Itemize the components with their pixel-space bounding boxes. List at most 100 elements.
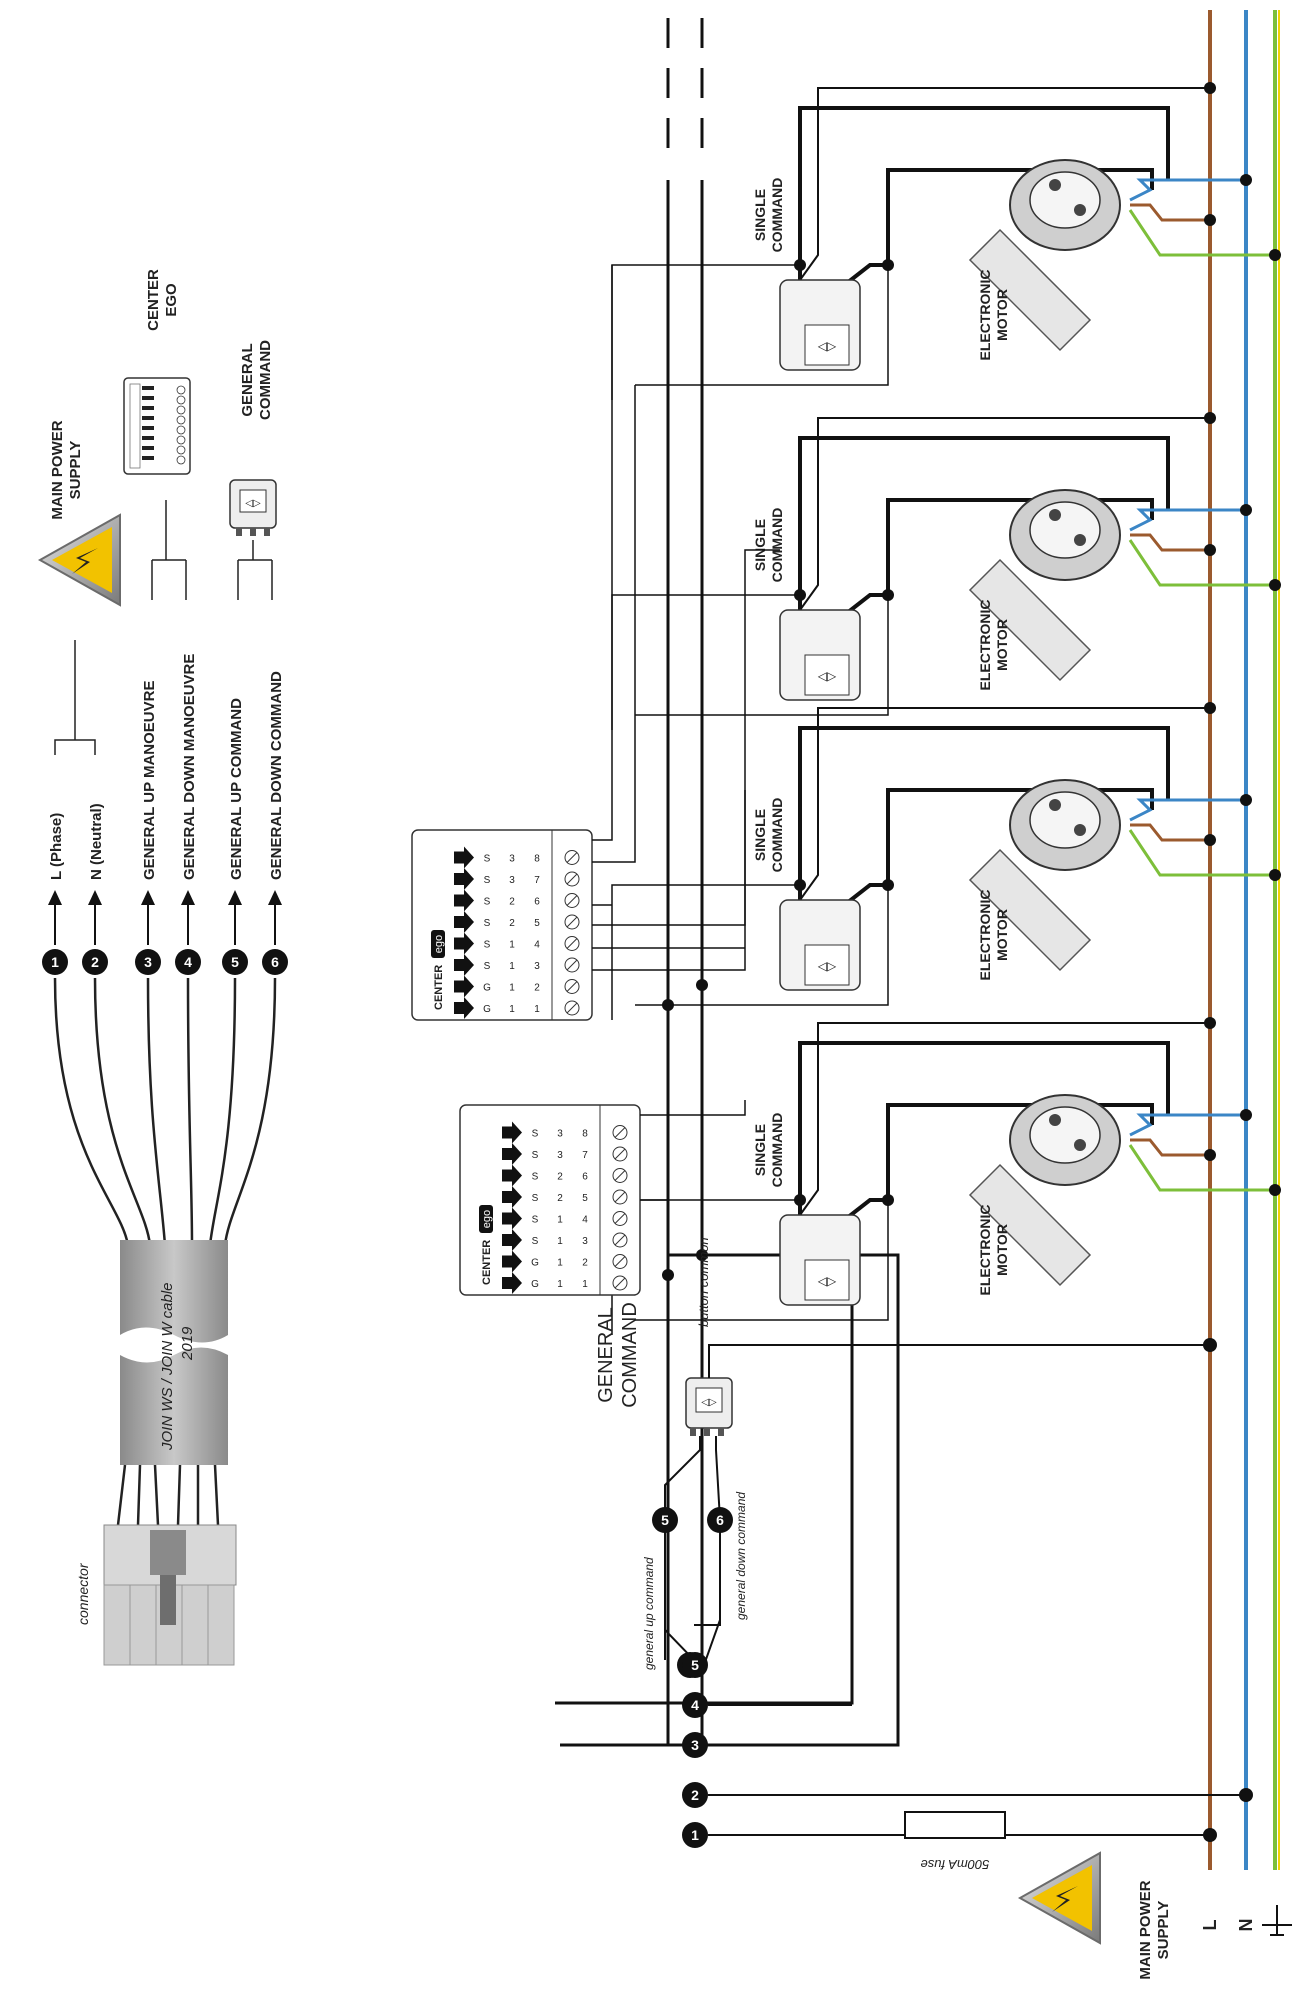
center-link-wire xyxy=(635,595,889,716)
single-command-line1: SINGLE xyxy=(752,189,768,241)
module-down-wire xyxy=(836,788,1154,912)
schematic-general-command: ◁▷ GENERAL COMMAND button common xyxy=(595,1237,1217,1665)
legend-brackets xyxy=(54,500,273,755)
junction-dot xyxy=(1204,544,1216,556)
electronic-motor-icon xyxy=(968,779,1121,972)
terminal-digit: 1 xyxy=(534,1004,540,1015)
arrow-icon xyxy=(454,997,474,1019)
terminal-index: 2 xyxy=(557,1193,563,1204)
electronic-motor-line2: MOTOR xyxy=(994,619,1010,671)
screw-slot xyxy=(566,959,578,971)
center-brand: CENTER ego xyxy=(431,930,445,1010)
arrow-icon xyxy=(502,1143,522,1165)
single-command-line1: SINGLE xyxy=(752,519,768,571)
connector-label: connector xyxy=(75,1562,91,1625)
terminal-letter: G xyxy=(531,1258,539,1269)
terminal-index: 1 xyxy=(557,1236,563,1247)
screw-slot xyxy=(566,938,578,949)
general-down-command-label: general down command xyxy=(734,1492,748,1620)
module-up-wire xyxy=(798,1041,1170,1215)
center-wire xyxy=(592,385,636,863)
motor-screw xyxy=(1049,179,1061,191)
junction-dot xyxy=(1240,1109,1252,1121)
junction-dot xyxy=(1204,82,1216,94)
main-power-supply-line2: SUPPLY xyxy=(67,441,84,500)
legend-label-2: N (Neutral) xyxy=(88,803,105,880)
arrow-icon xyxy=(454,868,474,890)
single-command-line1: SINGLE xyxy=(752,1124,768,1176)
screw-slot xyxy=(566,852,578,863)
arrow-icon xyxy=(502,1272,522,1294)
electronic-motor-icon xyxy=(968,159,1121,352)
motor-earth-lead xyxy=(1128,539,1275,587)
legend-label-3: GENERAL UP MANOEUVRE xyxy=(141,681,158,880)
svg-text:◁▷: ◁▷ xyxy=(245,498,261,509)
main-power-supply-label: MAIN POWER SUPPLY xyxy=(49,420,84,519)
arrow-icon xyxy=(454,846,474,869)
motor-screw xyxy=(1049,1114,1061,1126)
rail-label-n: N xyxy=(1236,1919,1256,1932)
module-common-wire xyxy=(799,707,1210,901)
legend-item-2: 2 N (Neutral) xyxy=(82,803,108,975)
single-command-line1: SINGLE xyxy=(752,809,768,861)
legend-num-1: 1 xyxy=(51,954,59,970)
schematic-general-command-line2: COMMAND xyxy=(619,1302,641,1408)
feed-terminal-num: 2 xyxy=(691,1787,699,1803)
schematic-general-command-line1: GENERAL xyxy=(595,1307,617,1403)
legend-item-5: 5 GENERAL UP COMMAND xyxy=(222,698,248,975)
electronic-motor-line2: MOTOR xyxy=(994,289,1010,341)
connector-icon xyxy=(103,1524,237,1666)
arrow-icon xyxy=(502,1186,522,1208)
screw-slot xyxy=(614,1256,626,1267)
terminal-digit: 5 xyxy=(582,1193,588,1204)
terminal-letter: G xyxy=(483,983,491,994)
legend-item-3: 3 GENERAL UP MANOEUVRE xyxy=(135,681,161,975)
single-command-line2: COMMAND xyxy=(769,798,785,873)
module-up-wire xyxy=(798,726,1170,900)
center-link-wire xyxy=(611,594,800,730)
screw-slot xyxy=(566,981,578,992)
terminal-index: 3 xyxy=(509,854,515,865)
single-command-button xyxy=(804,324,850,366)
motor-neutral-lead xyxy=(1129,178,1246,202)
arrow-icon xyxy=(454,932,474,955)
terminal-digit: 6 xyxy=(582,1172,588,1183)
terminal-digit: 8 xyxy=(582,1129,588,1140)
center-ego-label: CENTER EGO xyxy=(145,269,180,331)
center-brand-text: CENTER xyxy=(433,965,445,1010)
arrow-icon xyxy=(502,1164,522,1187)
terminal-index: 1 xyxy=(509,983,515,994)
bottom-warning-icon xyxy=(1017,1851,1101,1945)
center-ego-icon xyxy=(123,377,191,475)
feed-terminal-num: 4 xyxy=(691,1697,699,1713)
ego-logo-text: ego xyxy=(481,1210,493,1228)
legend-label-5: GENERAL UP COMMAND xyxy=(228,698,245,880)
cable-label-line2: 2019 xyxy=(179,1326,196,1361)
screw-slot xyxy=(614,1277,626,1289)
motor-phase-lead xyxy=(1130,203,1210,222)
cable-leads xyxy=(53,977,277,1246)
electronic-motor-icon xyxy=(968,489,1121,682)
screw-slot xyxy=(614,1148,626,1160)
junction-dot xyxy=(1269,1184,1281,1196)
general-up-command-label: general up command xyxy=(642,1557,656,1670)
junction-dot xyxy=(1204,1017,1216,1029)
junction-dot xyxy=(696,1249,708,1261)
ego-logo-text: ego xyxy=(433,935,445,953)
terminal-letter: S xyxy=(532,1215,539,1226)
motor-screw xyxy=(1074,1139,1086,1151)
motor-phase-lead xyxy=(1130,1138,1210,1157)
single-command-button xyxy=(804,944,850,986)
junction-dot xyxy=(1204,214,1216,226)
terminal-index: 1 xyxy=(509,940,515,951)
terminal-digit: 2 xyxy=(582,1258,588,1269)
arrow-icon xyxy=(454,954,474,976)
motor-screw xyxy=(1074,204,1086,216)
motor-earth-lead xyxy=(1128,209,1275,257)
center-brand-text: CENTER xyxy=(481,1240,493,1285)
